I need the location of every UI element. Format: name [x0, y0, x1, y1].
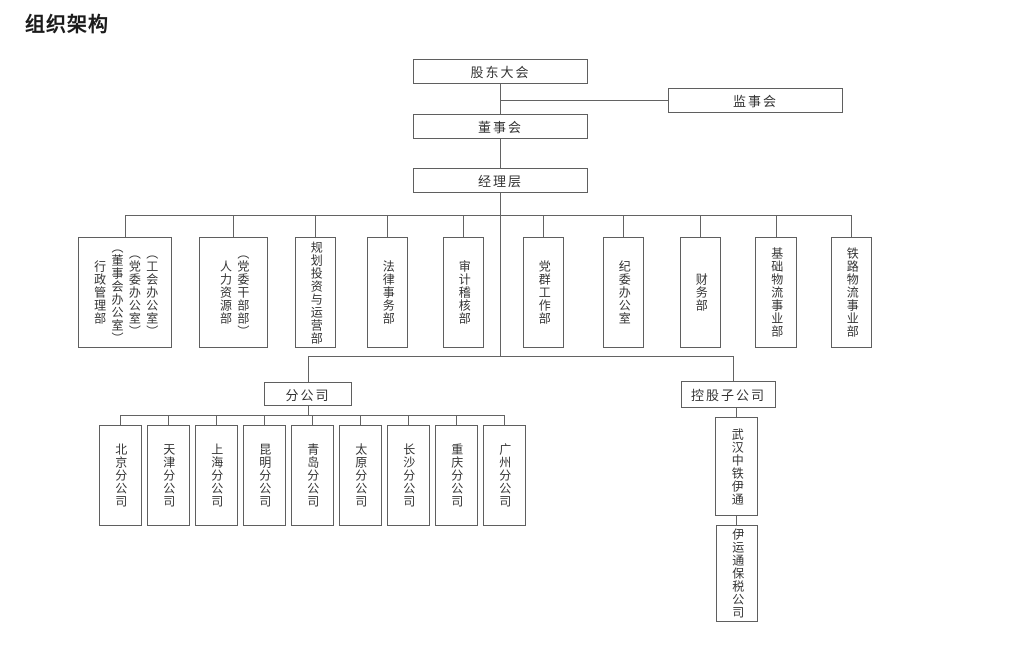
- node-label: 北京分公司: [113, 443, 128, 508]
- node-label: 上海分公司: [209, 443, 224, 508]
- node-label: 太原分公司: [353, 443, 368, 508]
- node-label: 基础物流事业部: [769, 247, 784, 338]
- node-branch-shanghai: 上海分公司: [194, 425, 238, 526]
- connector: [125, 215, 852, 216]
- node-management-level: 经理层: [413, 168, 588, 193]
- connector: [264, 415, 265, 425]
- connector: [408, 415, 409, 425]
- node-dept-audit: 审计稽核部: [443, 237, 484, 348]
- connector: [308, 406, 309, 415]
- node-label: 行政管理部 （董事会办公室） （党委办公室） （工会办公室）: [92, 240, 159, 345]
- connector: [500, 100, 668, 101]
- node-label: 股东大会: [470, 66, 531, 81]
- connector: [733, 356, 734, 381]
- connector: [504, 415, 505, 425]
- node-branch-changsha: 长沙分公司: [386, 425, 430, 526]
- node-label: 分公司: [285, 388, 331, 404]
- node-label: 广州分公司: [497, 443, 512, 508]
- node-label: 董事会: [477, 121, 523, 136]
- node-sub-yiyuntong-bonded-company: 伊运通保税公司: [716, 525, 758, 622]
- node-board-of-directors: 董事会: [413, 114, 588, 139]
- node-label: 党群工作部: [537, 260, 552, 325]
- node-dept-planning-investment-operations: 规划投资与运营部: [295, 237, 336, 348]
- node-dept-legal-affairs: 法律事务部: [367, 237, 408, 348]
- connector: [125, 215, 126, 237]
- node-branch-companies-group: 分公司: [264, 382, 352, 406]
- connector: [500, 84, 501, 114]
- connector: [500, 193, 501, 356]
- connector: [456, 415, 457, 425]
- node-label: 规划投资与运营部: [309, 240, 324, 345]
- node-label: 纪委办公室: [617, 260, 632, 325]
- node-supervisory-board: 监事会: [668, 88, 843, 113]
- connector: [736, 408, 737, 417]
- node-branch-tianjin: 天津分公司: [146, 425, 190, 526]
- connector: [360, 415, 361, 425]
- connector: [776, 215, 777, 237]
- connector: [120, 415, 121, 425]
- connector: [308, 356, 309, 382]
- node-dept-party-mass-work: 党群工作部: [523, 237, 564, 348]
- connector: [168, 415, 169, 425]
- node-branch-chongqing: 重庆分公司: [434, 425, 478, 526]
- connector: [851, 215, 852, 237]
- node-holding-subsidiaries-group: 控股子公司: [681, 381, 776, 408]
- node-branch-guangzhou: 广州分公司: [482, 425, 526, 526]
- node-label: 重庆分公司: [449, 443, 464, 508]
- node-branch-taiyuan: 太原分公司: [338, 425, 382, 526]
- node-dept-discipline-inspection-office: 纪委办公室: [603, 237, 644, 348]
- node-dept-basic-logistics-division: 基础物流事业部: [755, 237, 797, 348]
- connector: [387, 215, 388, 237]
- node-dept-railway-logistics-division: 铁路物流事业部: [831, 237, 872, 348]
- node-label: 武汉中铁伊通: [730, 427, 745, 506]
- connector: [543, 215, 544, 237]
- node-shareholders-meeting: 股东大会: [413, 59, 588, 84]
- connector: [312, 415, 313, 425]
- node-branch-qingdao: 青岛分公司: [290, 425, 334, 526]
- connector: [500, 139, 501, 168]
- node-dept-human-resources: 人力资源部 （党委干部部）: [199, 237, 268, 348]
- node-label: 青岛分公司: [305, 443, 320, 508]
- page-title: 组织架构: [25, 12, 109, 36]
- node-label: 控股子公司: [690, 389, 766, 404]
- connector: [623, 215, 624, 237]
- node-label: 昆明分公司: [257, 443, 272, 508]
- node-label: 财务部: [694, 273, 709, 312]
- connector: [463, 215, 464, 237]
- connector: [308, 356, 734, 357]
- node-label: 经理层: [477, 175, 523, 190]
- node-label: 铁路物流事业部: [845, 247, 860, 338]
- connector: [315, 215, 316, 237]
- node-label: 人力资源部 （党委干部部）: [218, 247, 250, 338]
- node-label: 法律事务部: [381, 260, 396, 325]
- node-label: 长沙分公司: [401, 443, 416, 508]
- node-branch-kunming: 昆明分公司: [242, 425, 286, 526]
- node-label: 审计稽核部: [457, 260, 472, 325]
- node-label: 天津分公司: [161, 443, 176, 508]
- node-dept-admin-management: 行政管理部 （董事会办公室） （党委办公室） （工会办公室）: [78, 237, 172, 348]
- connector: [233, 215, 234, 237]
- connector: [700, 215, 701, 237]
- connector: [736, 516, 737, 525]
- node-dept-finance: 财务部: [680, 237, 721, 348]
- node-sub-wuhan-zhongtie-yitong: 武汉中铁伊通: [715, 417, 758, 516]
- connector: [216, 415, 217, 425]
- node-label: 监事会: [732, 95, 778, 110]
- node-branch-beijing: 北京分公司: [98, 425, 142, 526]
- node-label: 伊运通保税公司: [730, 528, 745, 619]
